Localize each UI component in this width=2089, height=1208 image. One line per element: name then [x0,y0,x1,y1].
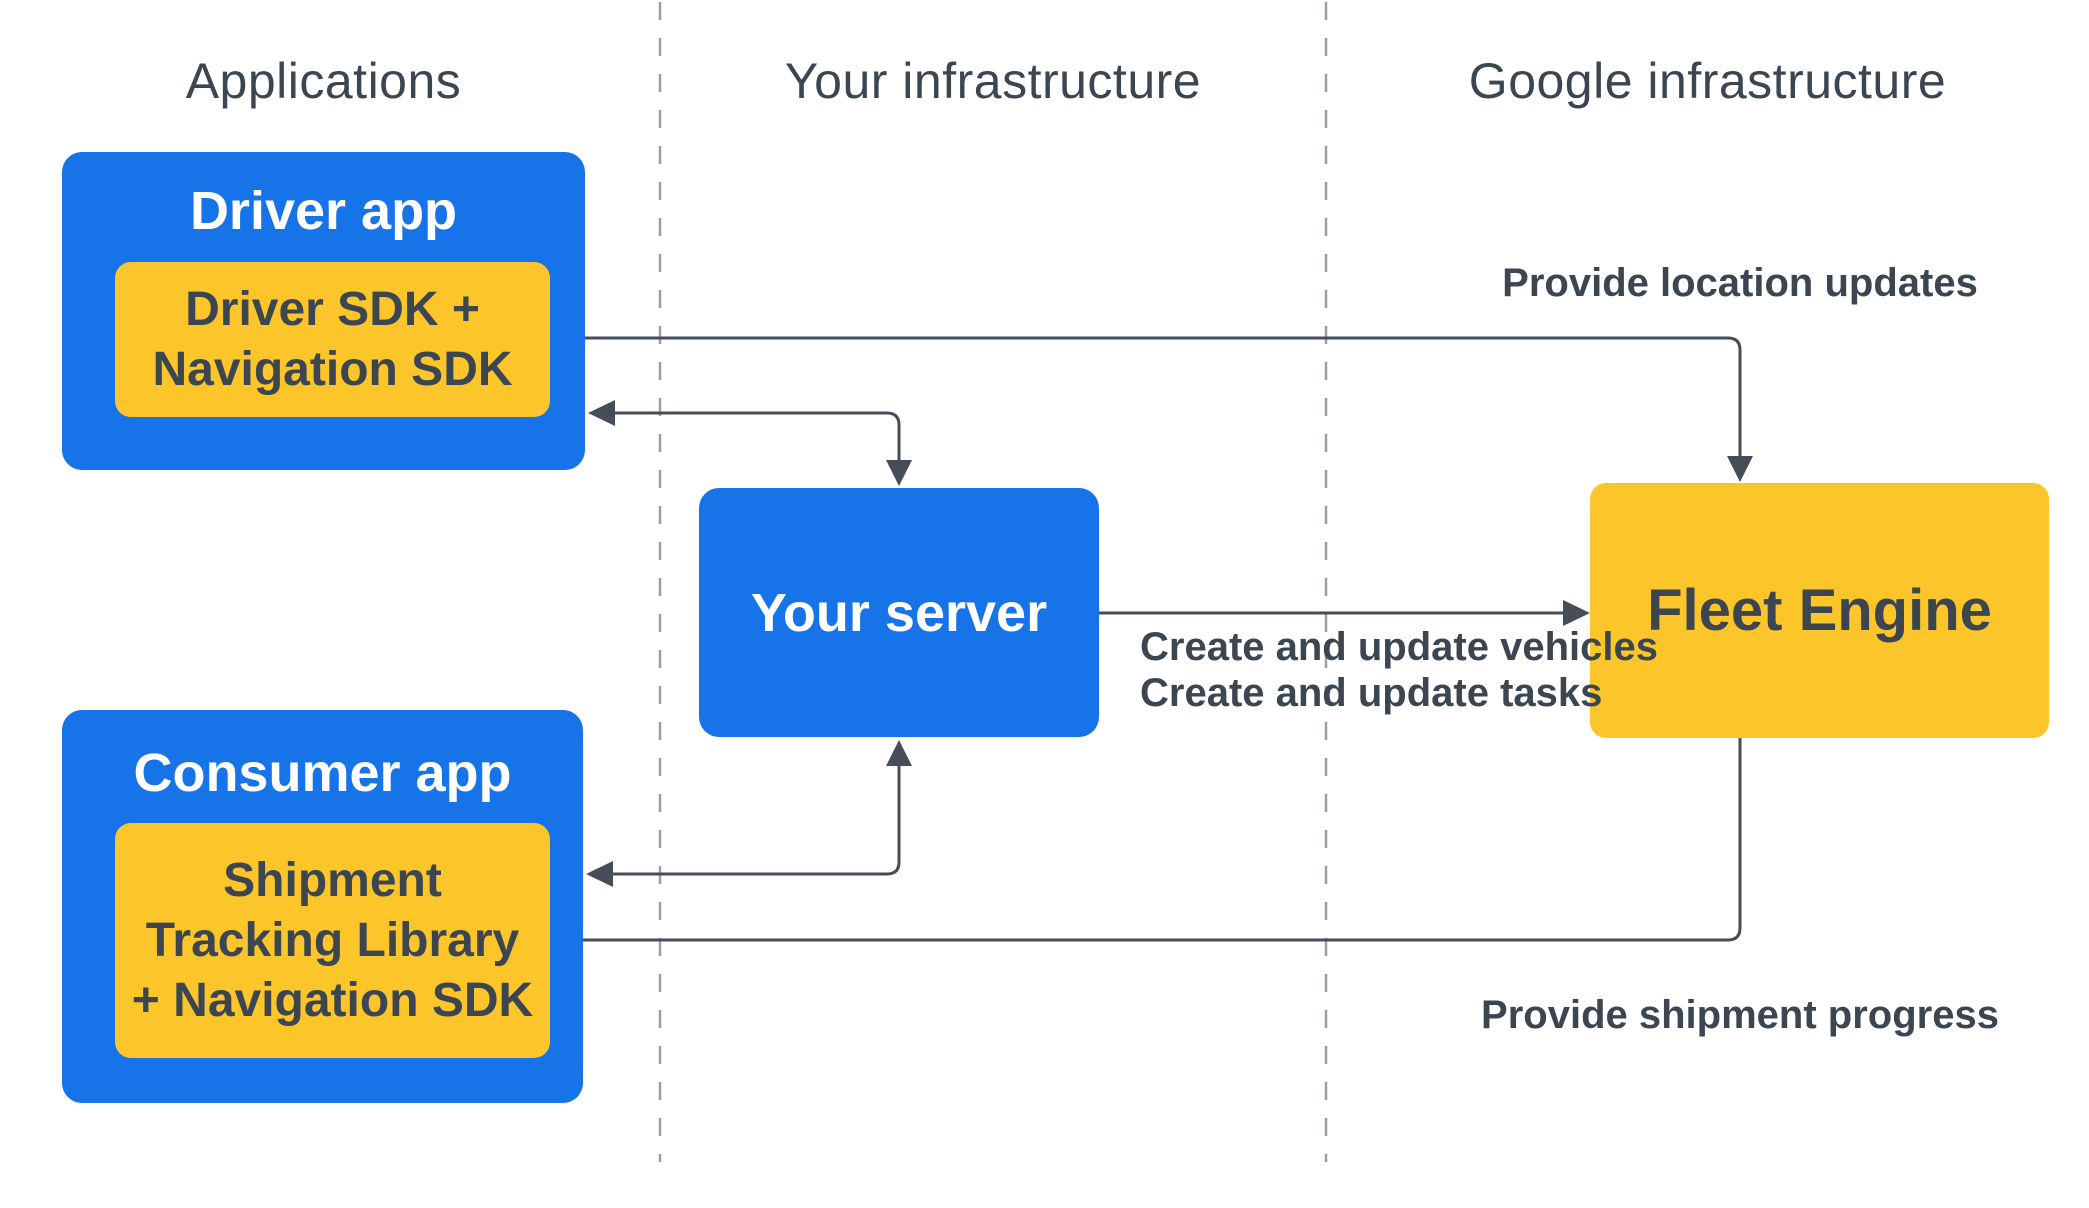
label-create-tasks-line: Create and update tasks [1140,671,1603,715]
arrowhead-into-your-server-top [886,460,912,486]
driver-app-box: Driver app Driver SDK + Navigation SDK [62,152,585,470]
column-header-your-infrastructure: Your infrastructure [784,53,1202,109]
arrowhead-into-driver-app [588,400,615,426]
label-create-and-update: Create and update vehicles Create and up… [1140,624,1658,716]
arrowhead-into-fleet-engine-top [1727,456,1753,482]
arrow-provide-shipment-progress [572,738,1742,942]
label-provide-location-updates: Provide location updates [1502,261,1978,305]
arrowhead-into-consumer-app [586,861,613,887]
label-create-vehicles-line: Create and update vehicles [1140,625,1658,669]
arrow-provide-location-updates [572,336,1742,462]
arrowhead-into-your-server-bottom [886,740,912,766]
driver-sdk-line: Driver SDK + [185,282,480,336]
fleet-engine-title: Fleet Engine [1647,578,1992,643]
fleet-engine-box: Fleet Engine [1590,483,2049,738]
driver-app-title: Driver app [189,181,458,241]
arrow-your-server-consumer-app [608,760,901,876]
your-server-title: Your server [750,582,1048,643]
arrow-driver-app-your-server [610,411,901,466]
shipment-tracking-line: Shipment [223,853,442,907]
column-header-google-infrastructure: Google infrastructure [1468,53,1947,109]
driver-sdk-line: Navigation SDK [152,342,513,396]
column-header-applications: Applications [185,53,462,109]
shipment-tracking-library-box: Shipment Tracking Library + Navigation S… [115,823,550,1058]
driver-sdk-box: Driver SDK + Navigation SDK [115,262,550,417]
shipment-tracking-line: Tracking Library [145,913,520,967]
arrowhead-into-fleet-engine-left [1563,600,1590,626]
your-server-box: Your server [699,488,1099,737]
consumer-app-box: Consumer app Shipment Tracking Library +… [62,710,583,1103]
shipment-tracking-line: + Navigation SDK [131,973,534,1027]
consumer-app-title: Consumer app [133,743,512,803]
label-provide-shipment-progress: Provide shipment progress [1481,993,1999,1037]
